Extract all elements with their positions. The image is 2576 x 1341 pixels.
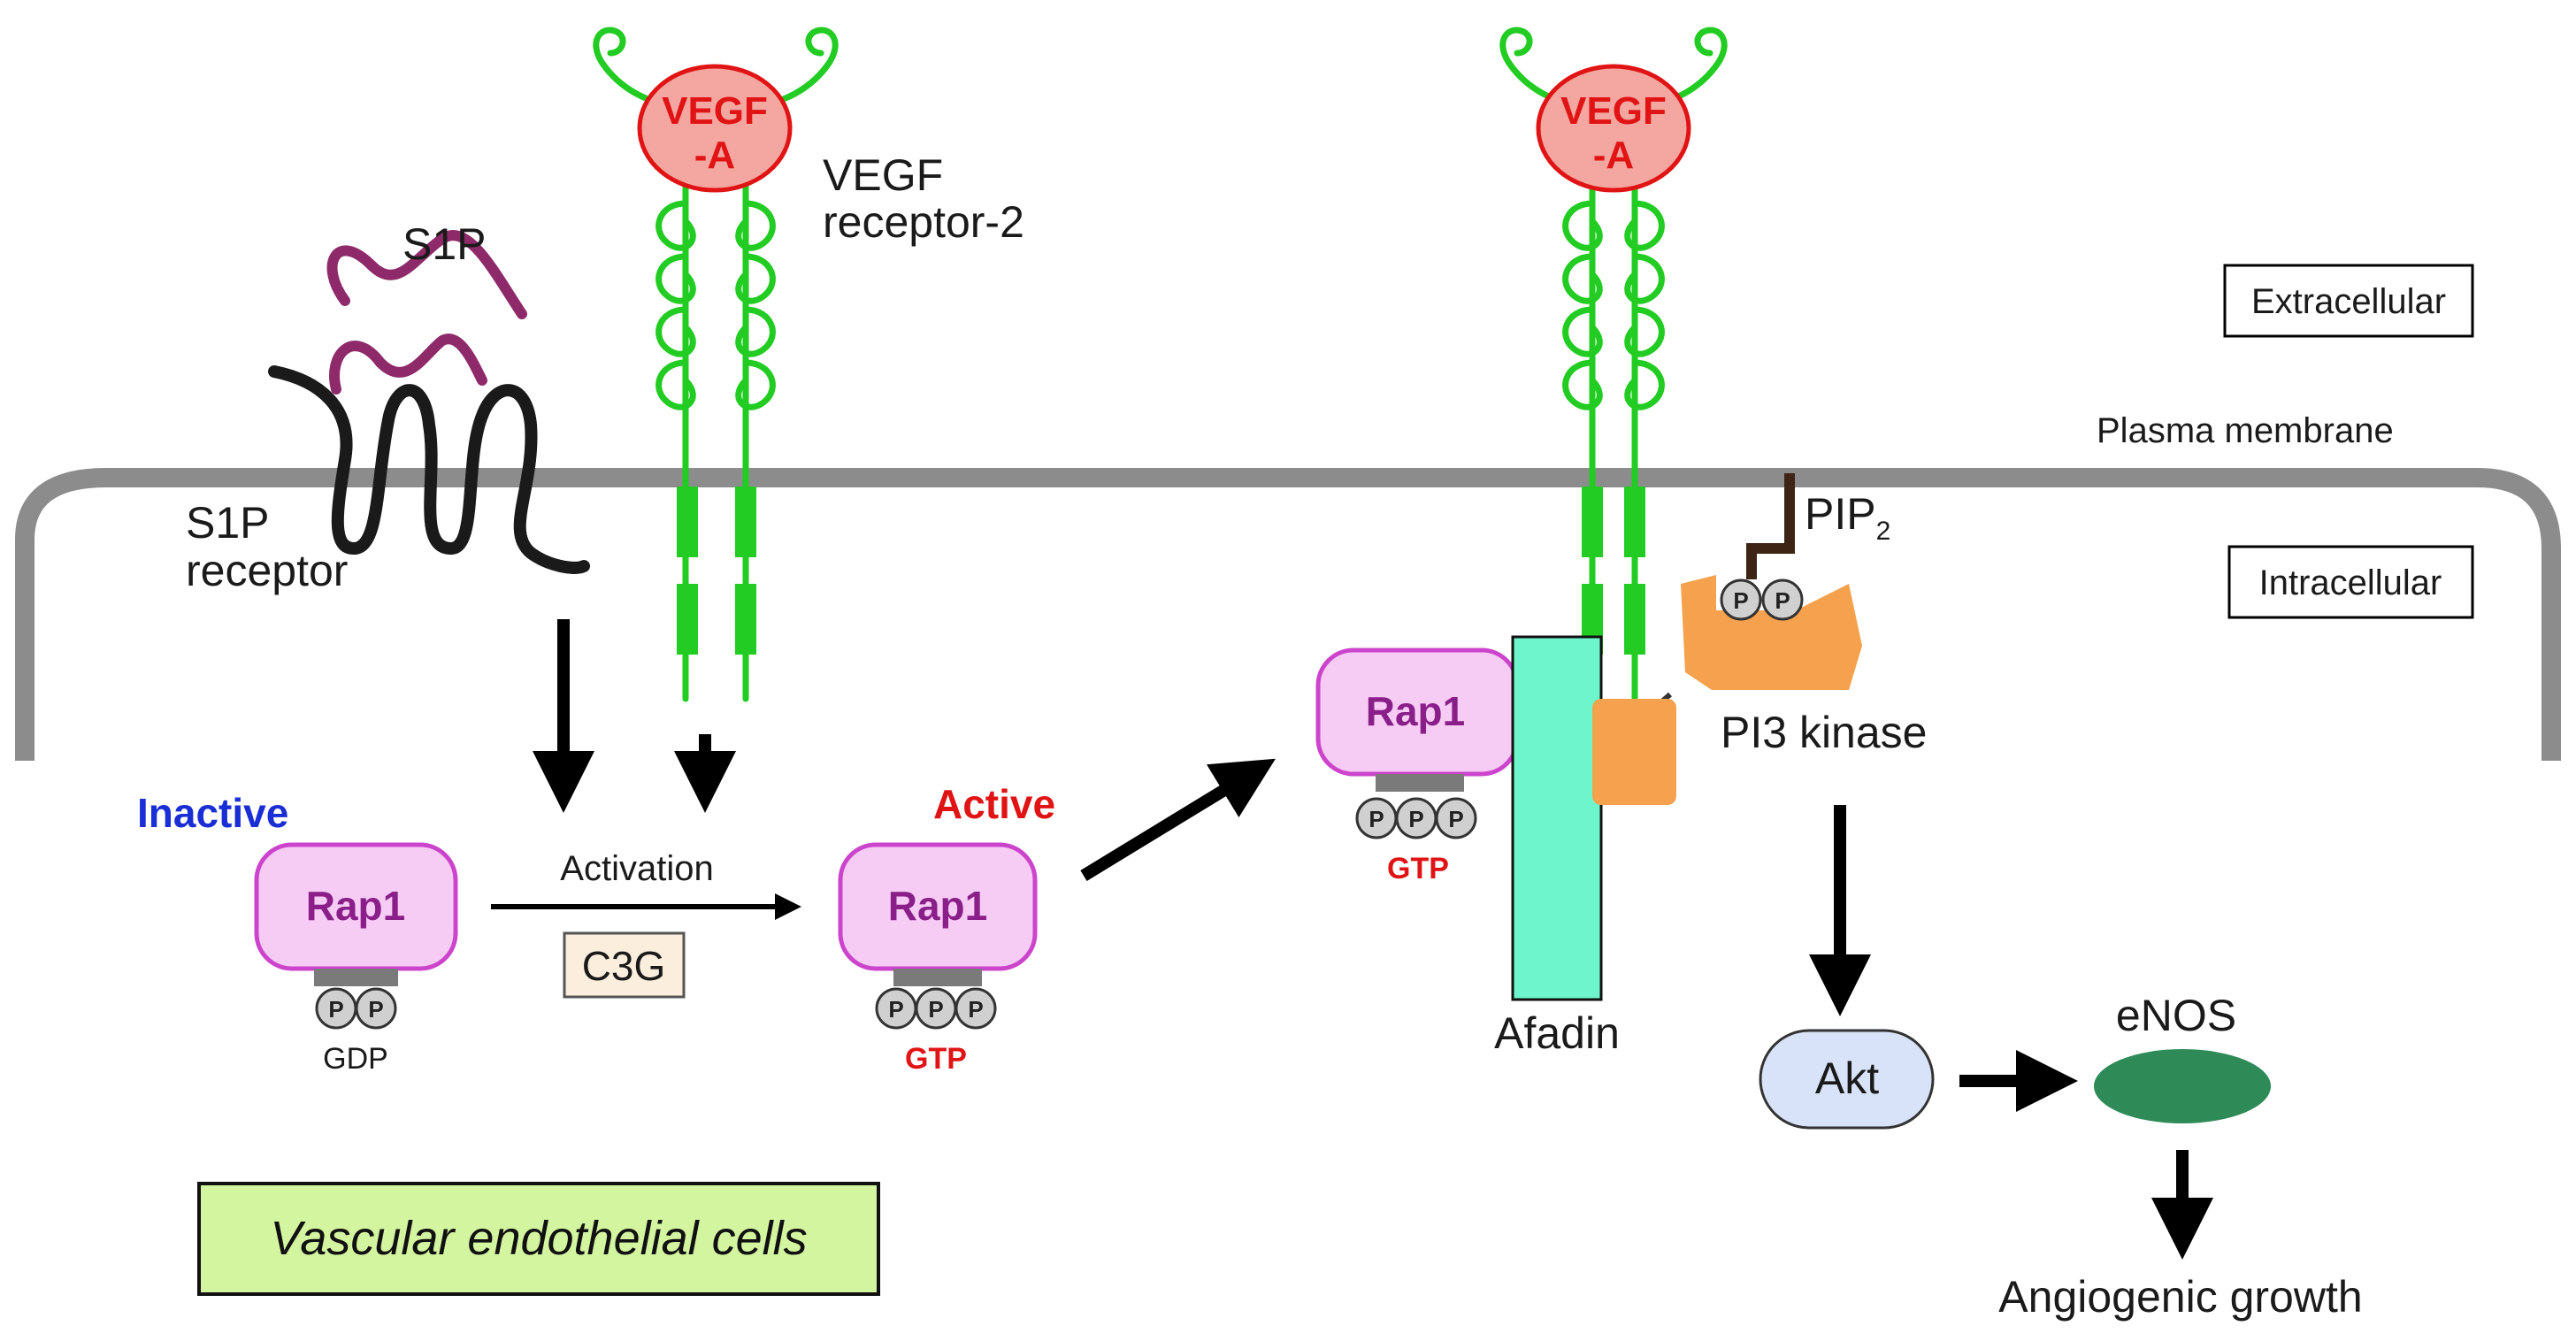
gtp-phosphates: P P P: [875, 987, 997, 1030]
extracellular-label: Extracellular: [2251, 282, 2446, 321]
active-label: Active: [933, 781, 1055, 827]
c3g-box: C3G: [563, 931, 686, 999]
cell-type-box: Vascular endothelial cells: [197, 1182, 880, 1296]
rap1-inactive: Rap1 P P GDP: [254, 842, 458, 1076]
akt-label: Akt: [1815, 1054, 1879, 1103]
pip2-phosphates: P P: [1720, 579, 1804, 621]
vegf-receptor-right-tm: [1582, 487, 1645, 655]
pip2-lipid: [1746, 473, 1795, 579]
vegf-a-left-label-2: -A: [694, 134, 735, 177]
activation-label: Activation: [560, 849, 713, 888]
phosphate-label: P: [968, 996, 983, 1023]
enos-label: eNOS: [2116, 991, 2236, 1040]
gdp-label: GDP: [323, 1042, 388, 1076]
arrow-rap1-to-membrane: [1080, 758, 1276, 881]
afadin: [1511, 635, 1603, 1001]
pi3-kinase-label: PI3 kinase: [1721, 708, 1927, 757]
vegf-a-right: VEGF -A: [1536, 64, 1691, 193]
vegf-a-right-label-2: -A: [1593, 134, 1634, 177]
phosphate-label: P: [888, 996, 903, 1023]
intracellular-box: Intracellular: [2227, 545, 2474, 619]
phosphate-label: P: [1408, 806, 1423, 832]
vegf-a-left-label-1: VEGF: [662, 89, 768, 133]
afadin-label: Afadin: [1494, 1008, 1620, 1058]
phosphate-label: P: [1448, 806, 1463, 832]
phosphate-label: P: [368, 996, 383, 1023]
rap1-active-label: Rap1: [888, 883, 987, 929]
s1p-label: S1P: [402, 219, 487, 269]
akt: Akt: [1759, 1029, 1935, 1130]
phosphate-label: P: [928, 996, 943, 1023]
enos: [2094, 1049, 2271, 1123]
inactive-label: Inactive: [137, 790, 288, 836]
plasma-membrane: [15, 468, 2561, 761]
gtp-membrane-label: GTP: [1387, 852, 1449, 885]
phosphate-label: P: [1775, 587, 1790, 614]
phosphate-label: P: [1733, 587, 1748, 614]
gdp-phosphates: P P: [315, 987, 397, 1030]
pip2-label-sub: 2: [1876, 517, 1891, 546]
intracellular-label: Intracellular: [2259, 563, 2442, 602]
pip2-label: PIP2: [1805, 489, 1890, 546]
s1p-receptor-label-2: receptor: [186, 546, 348, 595]
angiogenic-growth-label: Angiogenic growth: [1998, 1272, 2362, 1322]
gtp-phosphates-membrane: P P P: [1355, 797, 1477, 839]
vegf-receptor-label-2: receptor-2: [823, 197, 1024, 247]
c3g-label: C3G: [582, 943, 666, 989]
s1p-receptor-label-1: S1P: [186, 498, 270, 548]
rap1-membrane-label: Rap1: [1366, 688, 1465, 734]
s1p-ligand: [326, 230, 527, 395]
vegf-a-left: VEGF -A: [637, 64, 793, 193]
phosphate-label: P: [328, 996, 343, 1023]
plasma-membrane-label: Plasma membrane: [2097, 411, 2394, 450]
rap1-inactive-label: Rap1: [306, 883, 405, 929]
cell-type-label: Vascular endothelial cells: [270, 1212, 807, 1265]
vegf-receptor-label-1: VEGF: [823, 150, 943, 200]
pip2-label-main: PIP: [1805, 489, 1876, 539]
vegf-a-right-label-1: VEGF: [1560, 89, 1667, 133]
extracellular-box: Extracellular: [2223, 264, 2474, 338]
rap1-membrane: Rap1 P P P GTP: [1315, 648, 1520, 885]
pi3-kinase: [1592, 575, 1862, 805]
rap1-active: Rap1 P P P GTP: [838, 842, 1038, 1076]
phosphate-label: P: [1368, 806, 1384, 832]
s1p-receptor: [268, 365, 590, 574]
gtp-label: GTP: [905, 1042, 967, 1076]
vegf-receptor-left-tm: [677, 487, 756, 655]
